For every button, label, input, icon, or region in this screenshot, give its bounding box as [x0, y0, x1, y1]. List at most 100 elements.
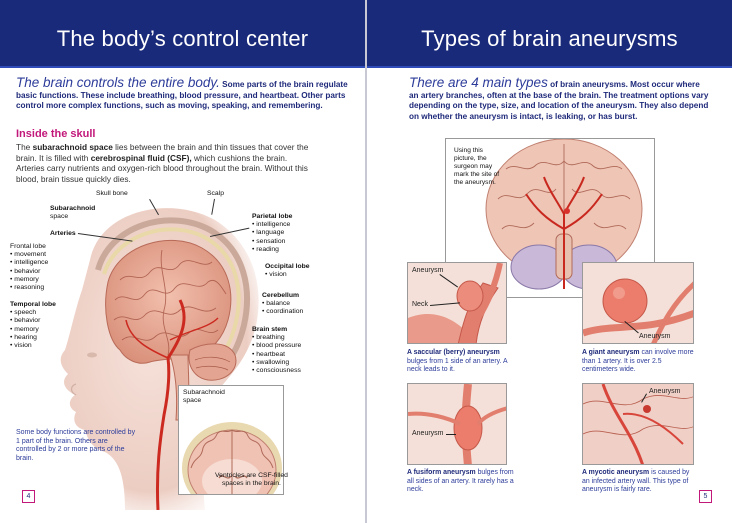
- left-lead-highlight: The brain controls the entire body.: [16, 75, 220, 90]
- right-page-title: Types of brain aneurysms: [421, 26, 678, 51]
- left-accent-line: [0, 66, 365, 68]
- giant-caption: A giant aneurysm can involve more than 1…: [582, 349, 694, 375]
- list-item: • swallowing: [252, 358, 290, 366]
- giant-caption-title: A giant aneurysm: [582, 349, 640, 356]
- right-accent-line: [367, 66, 732, 68]
- list-item: • intelligence: [252, 221, 291, 229]
- brain-stem-title: Brain stem: [252, 326, 288, 333]
- label-subarachnoid-line1: Subarachnoid: [50, 205, 96, 212]
- mycotic-panel: Aneurysm: [582, 383, 694, 465]
- list-item: • language: [252, 229, 285, 237]
- occipital-lobe-title: Occipital lobe: [265, 263, 310, 270]
- left-lead-paragraph: The brain controls the entire body. Some…: [16, 75, 354, 112]
- fusiform-panel: Aneurysm: [407, 383, 507, 465]
- giant-caption-text: can involve more than 1 artery. It is ov…: [582, 349, 694, 373]
- occipital-item: vision: [269, 271, 287, 279]
- fusiform-label-aneurysm: Aneurysm: [412, 430, 444, 437]
- mycotic-caption-text: is caused by an infected artery wall. Th…: [582, 469, 690, 493]
- saccular-panel: Aneurysm Neck: [407, 262, 507, 344]
- temporal-item: hearing: [14, 333, 37, 341]
- mycotic-caption-title: A mycotic aneurysm: [582, 469, 650, 476]
- parietal-item: reading: [256, 245, 279, 253]
- right-lead-rest: of brain aneurysms. Most occur where an …: [409, 80, 709, 121]
- section-heading-inside-skull: Inside the skull: [16, 128, 96, 140]
- brain-note: Using this picture, the surgeon may mark…: [454, 147, 500, 186]
- left-page: The body’s control center The brain cont…: [0, 0, 365, 523]
- temporal-item: memory: [14, 325, 39, 333]
- list-item: • intelligence: [10, 259, 49, 267]
- ventricles-line2: spaces in the brain.: [221, 480, 281, 488]
- occipital-lobe-list: • vision: [265, 271, 310, 279]
- temporal-item: behavior: [14, 317, 41, 325]
- label-cerebellum: Cerebellum • balance • coordination: [262, 292, 303, 317]
- saccular-caption: A saccular (berry) aneurysm bulges from …: [407, 349, 517, 375]
- giant-label-aneurysm: Aneurysm: [639, 333, 671, 340]
- fusiform-caption-title: A fusiform aneurysm: [407, 469, 476, 476]
- brain-stem-item: blood pressure: [256, 342, 302, 350]
- cerebellum-title: Cerebellum: [262, 292, 300, 299]
- label-temporal-lobe: Temporal lobe • speech • behavior • memo…: [10, 301, 56, 350]
- mycotic-label-aneurysm: Aneurysm: [649, 388, 681, 395]
- para-text-1: The: [16, 142, 33, 152]
- fusiform-illustration: [408, 384, 506, 464]
- page-number-left: 4: [22, 490, 35, 503]
- frontal-item: reasoning: [14, 284, 45, 292]
- cerebellum-item: balance: [266, 300, 291, 308]
- temporal-item: vision: [14, 342, 32, 350]
- label-scalp: Scalp: [207, 190, 225, 197]
- fusiform-caption: A fusiform aneurysm bulges from all side…: [407, 469, 517, 495]
- inset-subarachnoid-line1: Subarachnoid: [183, 389, 225, 396]
- right-lead-highlight: There are 4 main types: [409, 75, 548, 90]
- label-arteries-text: Arteries: [50, 230, 76, 237]
- list-item: • movement: [10, 251, 47, 259]
- parietal-lobe-list: • intelligence • language • sensation • …: [252, 221, 292, 254]
- label-parietal-lobe: Parietal lobe • intelligence • language …: [252, 213, 292, 254]
- label-brain-stem: Brain stem • breathing • blood pressure …: [252, 326, 301, 375]
- cerebellum-item: coordination: [266, 308, 304, 316]
- right-page: Types of brain aneurysms There are 4 mai…: [367, 0, 732, 523]
- temporal-item: speech: [14, 309, 37, 317]
- temporal-lobe-title: Temporal lobe: [10, 301, 56, 308]
- head-brain-illustration: [60, 208, 259, 510]
- frontal-item: behavior: [14, 267, 41, 275]
- saccular-caption-text: bulges from 1 side of an artery. A neck …: [407, 357, 508, 374]
- inset-subarachnoid-line2: space: [183, 397, 202, 405]
- right-lead-paragraph: There are 4 main types of brain aneurysm…: [409, 75, 709, 122]
- leader-line: [446, 434, 456, 435]
- list-item: • memory: [10, 275, 39, 283]
- label-arteries: Arteries: [50, 230, 76, 238]
- label-subarachnoid-line2: space: [50, 213, 69, 221]
- brain-stem-item: consciousness: [256, 367, 301, 375]
- list-item: • vision: [10, 342, 32, 350]
- saccular-label-neck: Neck: [412, 301, 428, 308]
- list-item: • breathing: [252, 334, 285, 342]
- parietal-lobe-title: Parietal lobe: [252, 213, 293, 220]
- term-subarachnoid-space: subarachnoid space: [32, 142, 113, 152]
- para-text-2: lies between the brain and thin tissues …: [16, 142, 309, 163]
- coronal-brain-illustration: [182, 422, 282, 494]
- frontal-lobe-list: • movement • intelligence • behavior • m…: [10, 251, 48, 292]
- label-skull-bone: Skull bone: [96, 190, 128, 197]
- left-banner: The body’s control center: [0, 0, 365, 66]
- page-number-right: 5: [699, 490, 712, 503]
- left-lead-rest: Some parts of the brain regulate basic f…: [16, 80, 348, 110]
- parietal-item: intelligence: [256, 221, 291, 229]
- list-item: • balance: [262, 300, 291, 308]
- list-item: • behavior: [10, 317, 41, 325]
- list-item: • reading: [252, 245, 279, 253]
- fusiform-caption-text: bulges from all sides of an artery. It r…: [407, 469, 514, 493]
- mycotic-illustration: [583, 384, 693, 464]
- frontal-lobe-title: Frontal lobe: [10, 243, 46, 250]
- list-item: • behavior: [10, 267, 41, 275]
- frontal-item: memory: [14, 275, 39, 283]
- spread-gutter: [365, 0, 367, 523]
- giant-panel: Aneurysm: [582, 262, 694, 344]
- list-item: • hearing: [10, 333, 37, 341]
- para-text-3: which cushions the brain. Arteries carry…: [16, 152, 308, 184]
- list-item: • blood pressure: [252, 342, 302, 350]
